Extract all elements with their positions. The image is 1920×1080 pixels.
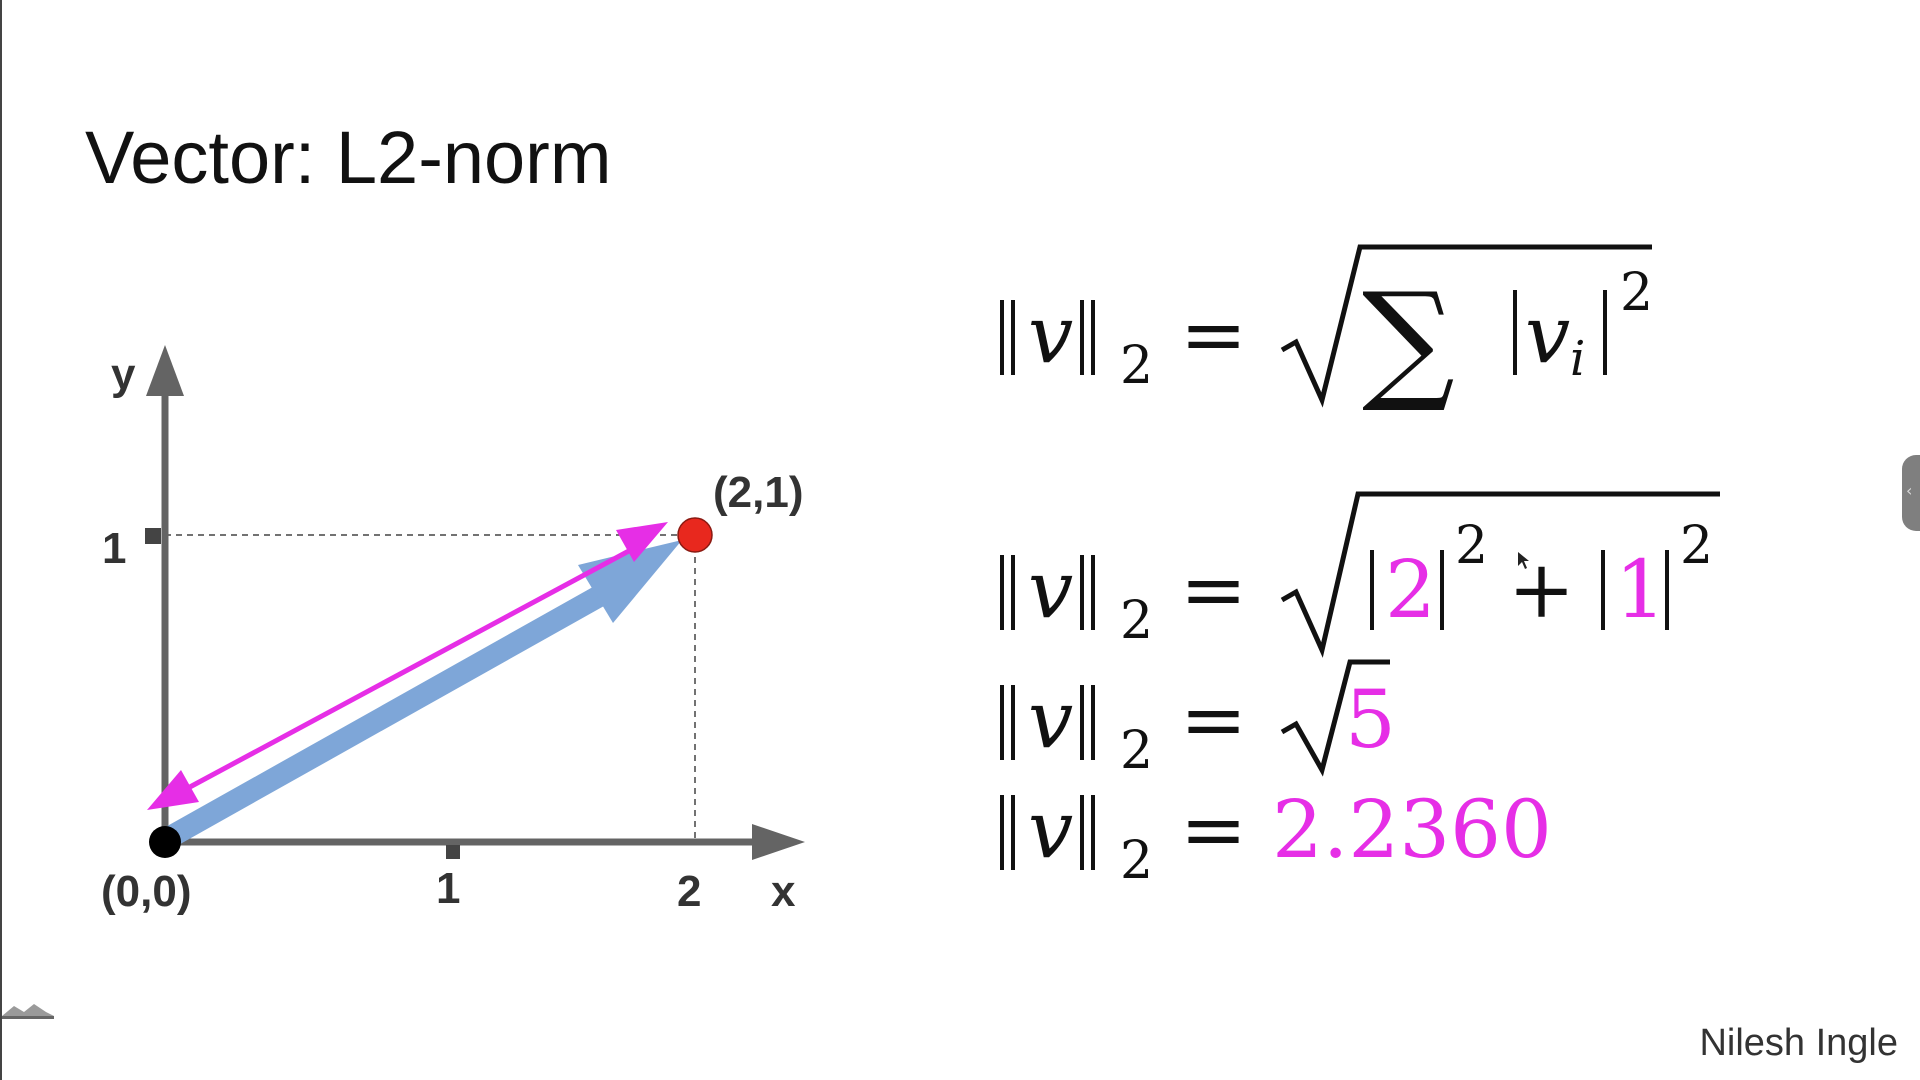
equation-line-1: v 2 = ∑ v i 2 [1000,244,1653,416]
lhs-subscript: 2 [1120,336,1153,396]
equation-line-2: v 2 = 2 2 + 1 2 [1000,491,1720,658]
equals-sign: = [1180,783,1247,876]
component-1: 1 [1615,543,1666,636]
component-1-exponent: 2 [1680,516,1713,576]
radicand-5: 5 [1345,673,1396,766]
x-axis-label: x [771,867,796,916]
equation-line-3: v 2 = 5 [1000,659,1396,781]
sum-v: v [1525,288,1570,381]
window-edge [0,0,2,1080]
lhs-subscript: 2 [1120,591,1153,651]
logo-icon [2,1004,54,1019]
sum-index: i [1570,331,1585,387]
origin-point [149,826,181,858]
sum-exponent: 2 [1620,263,1653,323]
lhs-v: v [1028,288,1073,381]
x-tick-1-mark [446,845,460,859]
sqrt-sign [1280,491,1720,658]
component-2: 2 [1385,543,1436,636]
equals-sign: = [1180,543,1247,636]
side-panel-handle[interactable]: ‹ [1902,455,1920,531]
y-tick-1-label: 1 [102,524,126,573]
lhs-v: v [1028,783,1073,876]
sqrt-sign [1280,244,1652,408]
vector-endpoint [677,517,713,553]
norm-arrowhead-start [147,770,199,810]
y-tick-1-mark [145,528,161,544]
author-name: Nilesh Ingle [1699,1022,1898,1064]
y-axis-label: y [111,350,136,399]
lhs-subscript: 2 [1120,831,1153,891]
norm-arrowhead-end [616,522,668,562]
equation-line-4: v 2 = 2.2360 [1000,783,1552,891]
chevron-left-icon: ‹ [1906,481,1913,500]
equals-sign: = [1180,673,1247,766]
origin-label: (0,0) [101,867,191,916]
x-tick-2-label: 2 [677,867,701,916]
y-axis-arrowhead [146,345,184,396]
mouse-cursor-icon [1518,552,1529,569]
component-2-exponent: 2 [1455,516,1488,576]
x-axis-arrowhead [752,824,805,860]
vector-arrow-shaft [166,580,616,846]
equals-sign: = [1180,288,1247,381]
sum-symbol: ∑ [1362,264,1455,416]
sqrt-sign [1280,659,1390,777]
x-tick-1-label: 1 [436,864,460,913]
lhs-subscript: 2 [1120,721,1153,781]
norm-arrow-line [173,542,642,798]
slide-title: Vector: L2-norm [85,116,612,199]
vector-diagram: y x 1 1 2 (0,0) (2,1) [101,345,805,916]
lhs-v: v [1028,673,1073,766]
lhs-v: v [1028,543,1073,636]
vector-arrowhead [578,540,682,623]
norm-result: 2.2360 [1272,783,1552,876]
equations: v 2 = ∑ v i 2 v 2 = 2 2 + [1000,244,1720,891]
point-label: (2,1) [713,468,803,517]
